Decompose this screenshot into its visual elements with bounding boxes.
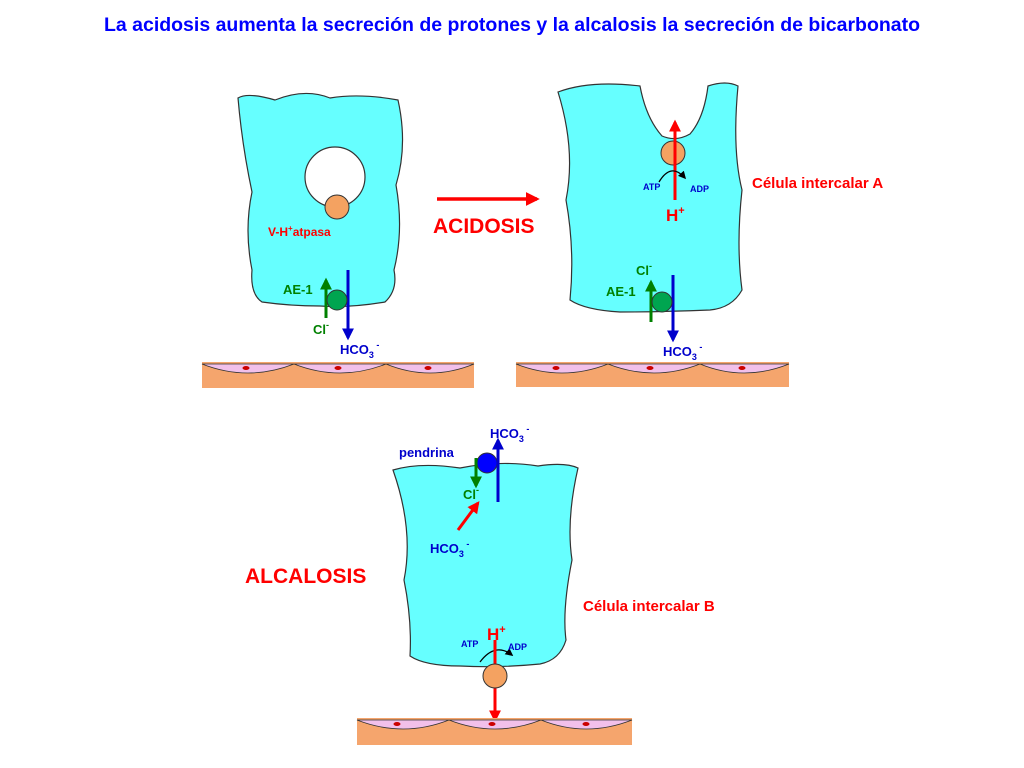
h-atpase-pump-b	[482, 663, 508, 689]
basal-epithelium-2	[515, 362, 790, 387]
page-title: La acidosis aumenta la secreción de prot…	[103, 14, 921, 36]
ae1-exchanger	[326, 289, 348, 311]
atp-hydrolysis-arrow-a	[658, 170, 687, 183]
hco3-label-b-mid: HCO3 -	[430, 539, 469, 559]
pendrina-label: pendrina	[399, 445, 455, 460]
pendrin-exchanger	[476, 452, 498, 474]
cell-a-label: Célula intercalar A	[752, 175, 883, 192]
hco3-label-a: HCO3 -	[663, 342, 702, 362]
adp-label-b: ADP	[508, 642, 527, 652]
alcalosis-label: ALCALOSIS	[245, 565, 366, 588]
basal-epithelium-1	[201, 362, 475, 388]
h-label-a: H+	[666, 205, 685, 225]
atp-label-b: ATP	[461, 639, 478, 649]
basal-epithelium-3	[356, 718, 633, 745]
resting-cell-panel: V-H+atpasa AE-1 Cl- HCO3 -	[201, 92, 475, 388]
type-b-cell-panel: HCO3 - pendrina Cl- HCO3 - ALCALOSIS Cél…	[245, 424, 715, 745]
cl-label-b: Cl-	[463, 485, 479, 502]
type-a-cell-panel: ATP ADP H+ Célula intercalar A Cl- AE-1 …	[515, 82, 883, 387]
hco3-label: HCO3 -	[340, 340, 379, 360]
cell-b-label: Célula intercalar B	[583, 598, 715, 615]
cell-body-type-a	[557, 82, 743, 313]
ae1-label: AE-1	[283, 282, 313, 297]
cl-label-a: Cl-	[636, 261, 652, 278]
hco3-to-pendrin-arrow	[456, 501, 480, 531]
cell-body-type-b	[392, 462, 579, 668]
atp-label-a: ATP	[643, 182, 660, 192]
v-atpase-pump	[324, 194, 350, 220]
cl-label: Cl-	[313, 320, 329, 337]
hco3-label-b-top: HCO3 -	[490, 424, 529, 444]
h-label-b: H+	[487, 624, 506, 644]
adp-label-a: ADP	[690, 184, 709, 194]
ae1-label-a: AE-1	[606, 284, 636, 299]
ae1-exchanger-a	[651, 291, 673, 313]
h-atpase-pump-a	[660, 140, 686, 166]
acidosis-label: ACIDOSIS	[433, 215, 535, 238]
v-atpase-label: V-H+atpasa	[268, 224, 331, 239]
